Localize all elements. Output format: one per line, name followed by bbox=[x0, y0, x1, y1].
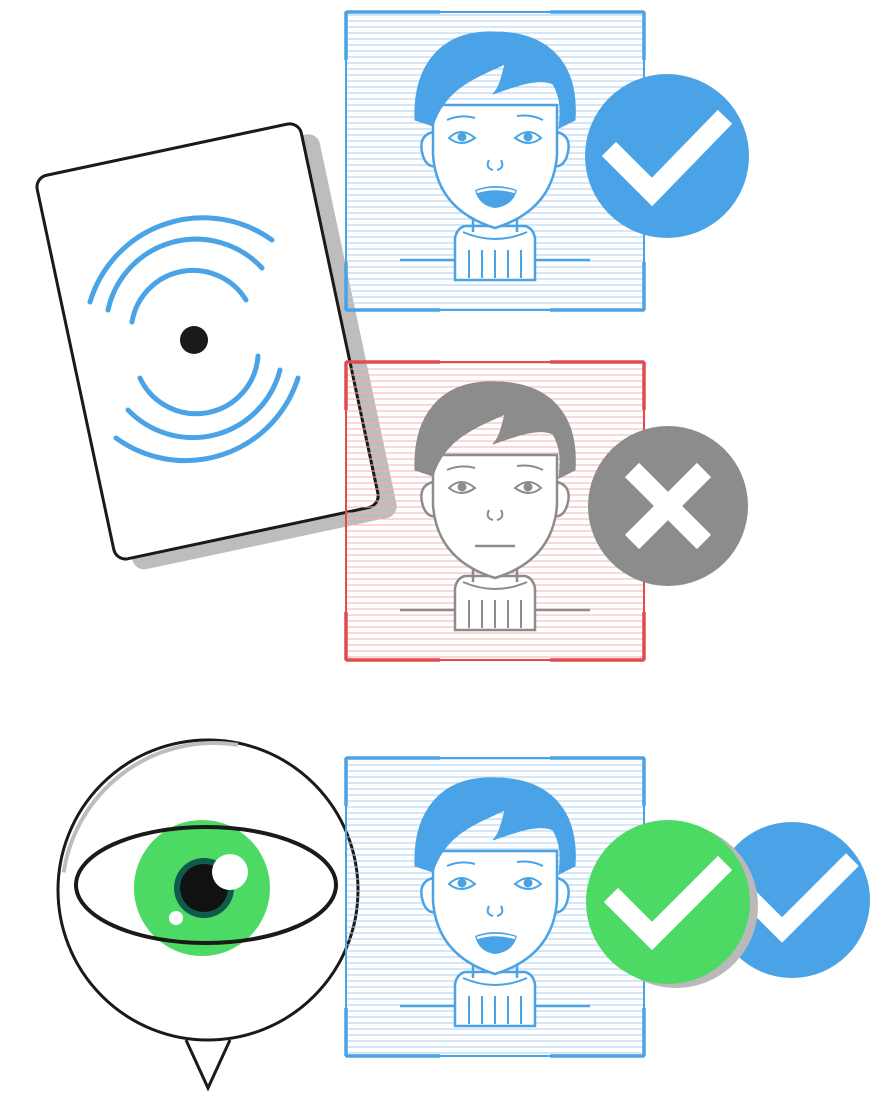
contactless-card bbox=[35, 118, 399, 575]
check-circle-icon bbox=[585, 74, 749, 238]
face-match-success-panel bbox=[346, 12, 749, 310]
x-circle-icon bbox=[588, 426, 748, 586]
bubble-tail bbox=[186, 1040, 230, 1088]
face-match-failed-panel bbox=[346, 362, 748, 660]
eye-magnifier bbox=[58, 740, 366, 1088]
eye-highlight bbox=[212, 854, 248, 890]
face-liveness-verified-panel bbox=[346, 758, 870, 1056]
